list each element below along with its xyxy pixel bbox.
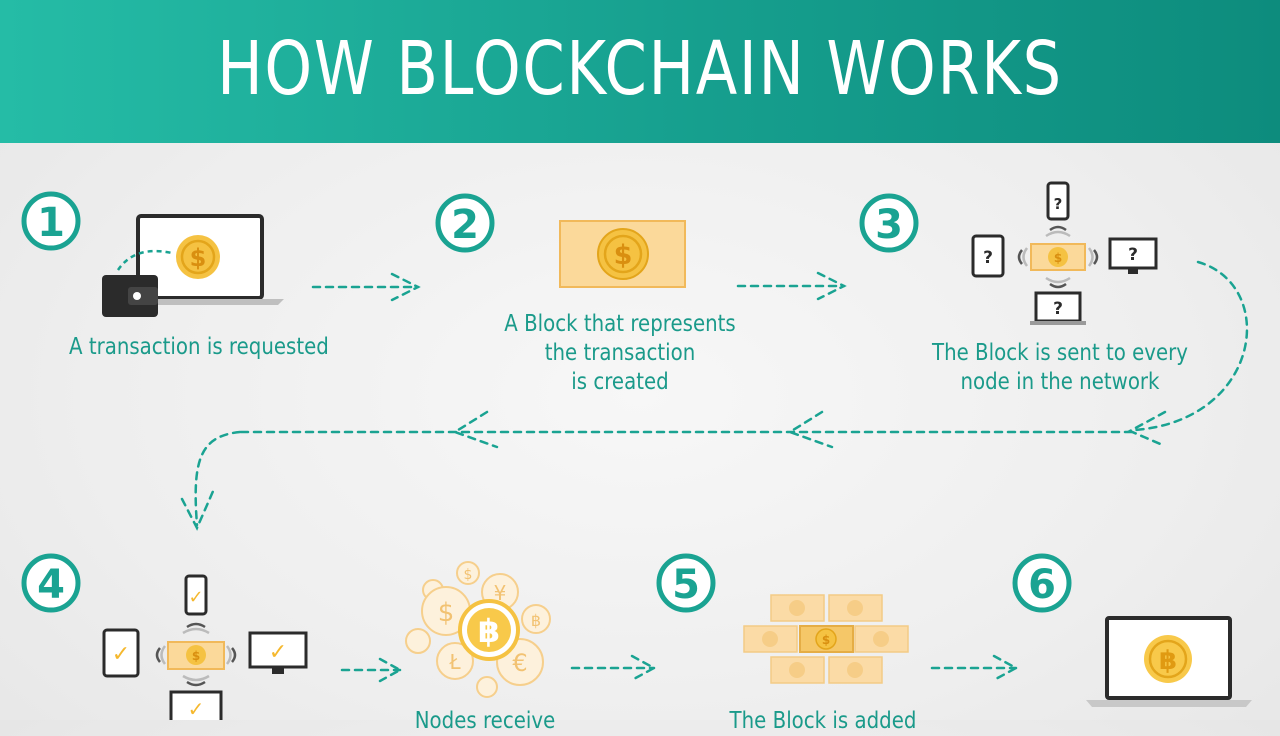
block-icon: $: [167, 641, 225, 670]
checkmark-icon: ✓: [188, 587, 203, 608]
step-number-4: 4: [37, 562, 65, 608]
dollar-glyph: $: [1054, 251, 1062, 265]
dollar-glyph: $: [190, 244, 207, 272]
bitcoin-icon: ฿: [1144, 635, 1192, 683]
caption-step-1: A transaction is requested: [69, 333, 329, 362]
block-icon: $: [1030, 243, 1086, 271]
blockchain-diagram: 1 2 3 4 5 6 $: [21, 181, 1252, 720]
checkmark-icon: ✓: [269, 640, 287, 665]
step3-illustration: ? ? ? ? $: [971, 181, 1158, 325]
page-title: HOW BLOCKCHAIN WORKS: [217, 26, 1063, 112]
step-number-6: 6: [1028, 562, 1056, 608]
step-badge-3: 3: [859, 193, 919, 253]
arrow-step2-to-step3: [736, 271, 847, 301]
step-badge-2: 2: [435, 193, 495, 253]
euro-glyph: €: [512, 649, 527, 677]
tablet-icon: ?: [971, 234, 1005, 278]
phone-icon: ✓: [184, 574, 208, 616]
dollar-glyph: $: [438, 598, 455, 628]
caption-line: node in the network: [960, 369, 1160, 395]
dollar-glyph: $: [192, 649, 200, 663]
monitor-icon: ✓: [248, 631, 308, 674]
caption-line: The Block is sent to every: [931, 340, 1189, 366]
block-icon: $: [799, 625, 854, 653]
caption-line: A Block that represents: [504, 311, 736, 337]
bitcoin-glyph: ฿: [478, 612, 500, 650]
caption-step-5: The Block is added: [694, 707, 952, 736]
block-icon: $: [559, 220, 686, 288]
caption-line: is created: [571, 369, 669, 395]
phone-icon: ?: [1046, 181, 1070, 221]
arrow-return-to-step4: [180, 430, 242, 531]
step-number-2: 2: [451, 202, 479, 248]
checkmark-icon: ✓: [188, 697, 205, 720]
bitcoin-icon: ฿: [458, 599, 520, 661]
brick-wall-icon: $: [743, 594, 909, 684]
coin-icon: $: [176, 235, 220, 279]
header-banner: [0, 0, 1280, 143]
crypto-coins-illustration: $ ¥ $ ฿ Ł € ฿: [405, 561, 551, 698]
laptop-icon: ✓: [169, 690, 223, 720]
litecoin-glyph: Ł: [448, 650, 461, 674]
arrow-step4-to-coins: [340, 657, 403, 683]
wifi-icon: [1017, 225, 1099, 289]
wallet-icon: [102, 275, 158, 317]
bitcoin-glyph: ฿: [1159, 646, 1177, 676]
monitor-icon: ?: [1108, 237, 1158, 274]
checkmark-icon: ✓: [112, 642, 130, 667]
step-badge-4: 4: [21, 553, 81, 613]
arrow-return-line: [238, 410, 1134, 449]
wifi-icon: [155, 622, 237, 687]
arrow-step5-to-step6: [930, 654, 1019, 682]
caption-step-2: A Block that represents the transaction …: [491, 310, 749, 397]
caption-line: A transaction is requested: [69, 334, 329, 360]
caption-line: the transaction: [544, 340, 696, 366]
dollar-glyph: $: [822, 633, 830, 647]
tablet-icon: ✓: [102, 628, 140, 678]
bitcoin-glyph: ฿: [531, 611, 541, 630]
step1-illustration: $: [102, 214, 284, 317]
question-glyph: ?: [1054, 195, 1063, 213]
yen-glyph: ¥: [494, 581, 507, 605]
question-glyph: ?: [983, 248, 993, 268]
step-badge-5: 5: [656, 553, 716, 613]
caption-step-3: The Block is sent to every node in the n…: [931, 339, 1189, 397]
question-glyph: ?: [1053, 299, 1063, 319]
step-number-5: 5: [672, 562, 700, 608]
arrow-step1-to-step2: [311, 272, 421, 302]
step-badge-6: 6: [1012, 553, 1072, 613]
arrow-coins-to-step5: [570, 654, 657, 682]
laptop-icon: ?: [1030, 291, 1086, 325]
caption-line: The Block is added: [729, 708, 917, 734]
caption-line: Nodes receive: [414, 708, 556, 734]
question-glyph: ?: [1128, 245, 1138, 265]
step4-illustration: ✓ ✓ ✓ ✓ $: [102, 574, 308, 720]
step-number-1: 1: [37, 200, 65, 246]
caption-step-4: Nodes receive: [356, 707, 614, 736]
step-badge-1: 1: [21, 191, 81, 251]
dollar-glyph: $: [464, 567, 473, 583]
dollar-glyph: $: [614, 240, 633, 271]
step-number-3: 3: [875, 202, 903, 248]
laptop-icon: ฿: [1086, 616, 1252, 707]
